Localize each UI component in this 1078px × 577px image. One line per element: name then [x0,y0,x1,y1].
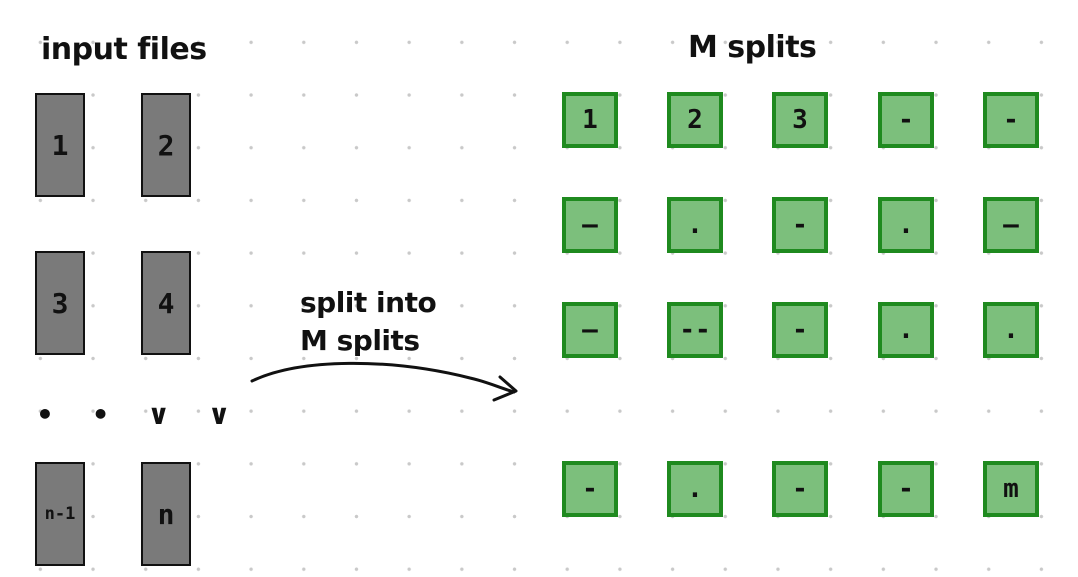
split-r2-c5: – [983,197,1039,253]
split-r2-c4: . [878,197,934,253]
split-r4-c5: m [983,461,1039,517]
split-r1-c5: - [983,92,1039,148]
files-ellipsis: • • ∨ ∨ [36,398,245,431]
split-r1-c2: 2 [667,92,723,148]
split-r2-c3: - [772,197,828,253]
input-file-3: 3 [35,251,85,355]
split-r3-c1: — [562,302,618,358]
input-file-4: 4 [141,251,191,355]
split-r1-c4: - [878,92,934,148]
input-file-n-minus-1: n-1 [35,462,85,566]
split-r4-c4: - [878,461,934,517]
split-r3-c5: . [983,302,1039,358]
input-files-title: input files [41,32,207,67]
split-r2-c2: . [667,197,723,253]
input-file-2: 2 [141,93,191,197]
arrow-label: split into M splits [300,284,437,360]
arrow-label-line-2: M splits [300,324,420,357]
split-r4-c1: - [562,461,618,517]
split-r3-c2: -- [667,302,723,358]
split-r1-c1: 1 [562,92,618,148]
arrow-label-line-1: split into [300,286,437,319]
split-r4-c2: . [667,461,723,517]
split-r3-c3: - [772,302,828,358]
m-splits-title: M splits [688,30,817,65]
split-r1-c3: 3 [772,92,828,148]
split-r2-c1: – [562,197,618,253]
input-file-1: 1 [35,93,85,197]
input-file-n: n [141,462,191,566]
split-r3-c4: . [878,302,934,358]
split-r4-c3: - [772,461,828,517]
